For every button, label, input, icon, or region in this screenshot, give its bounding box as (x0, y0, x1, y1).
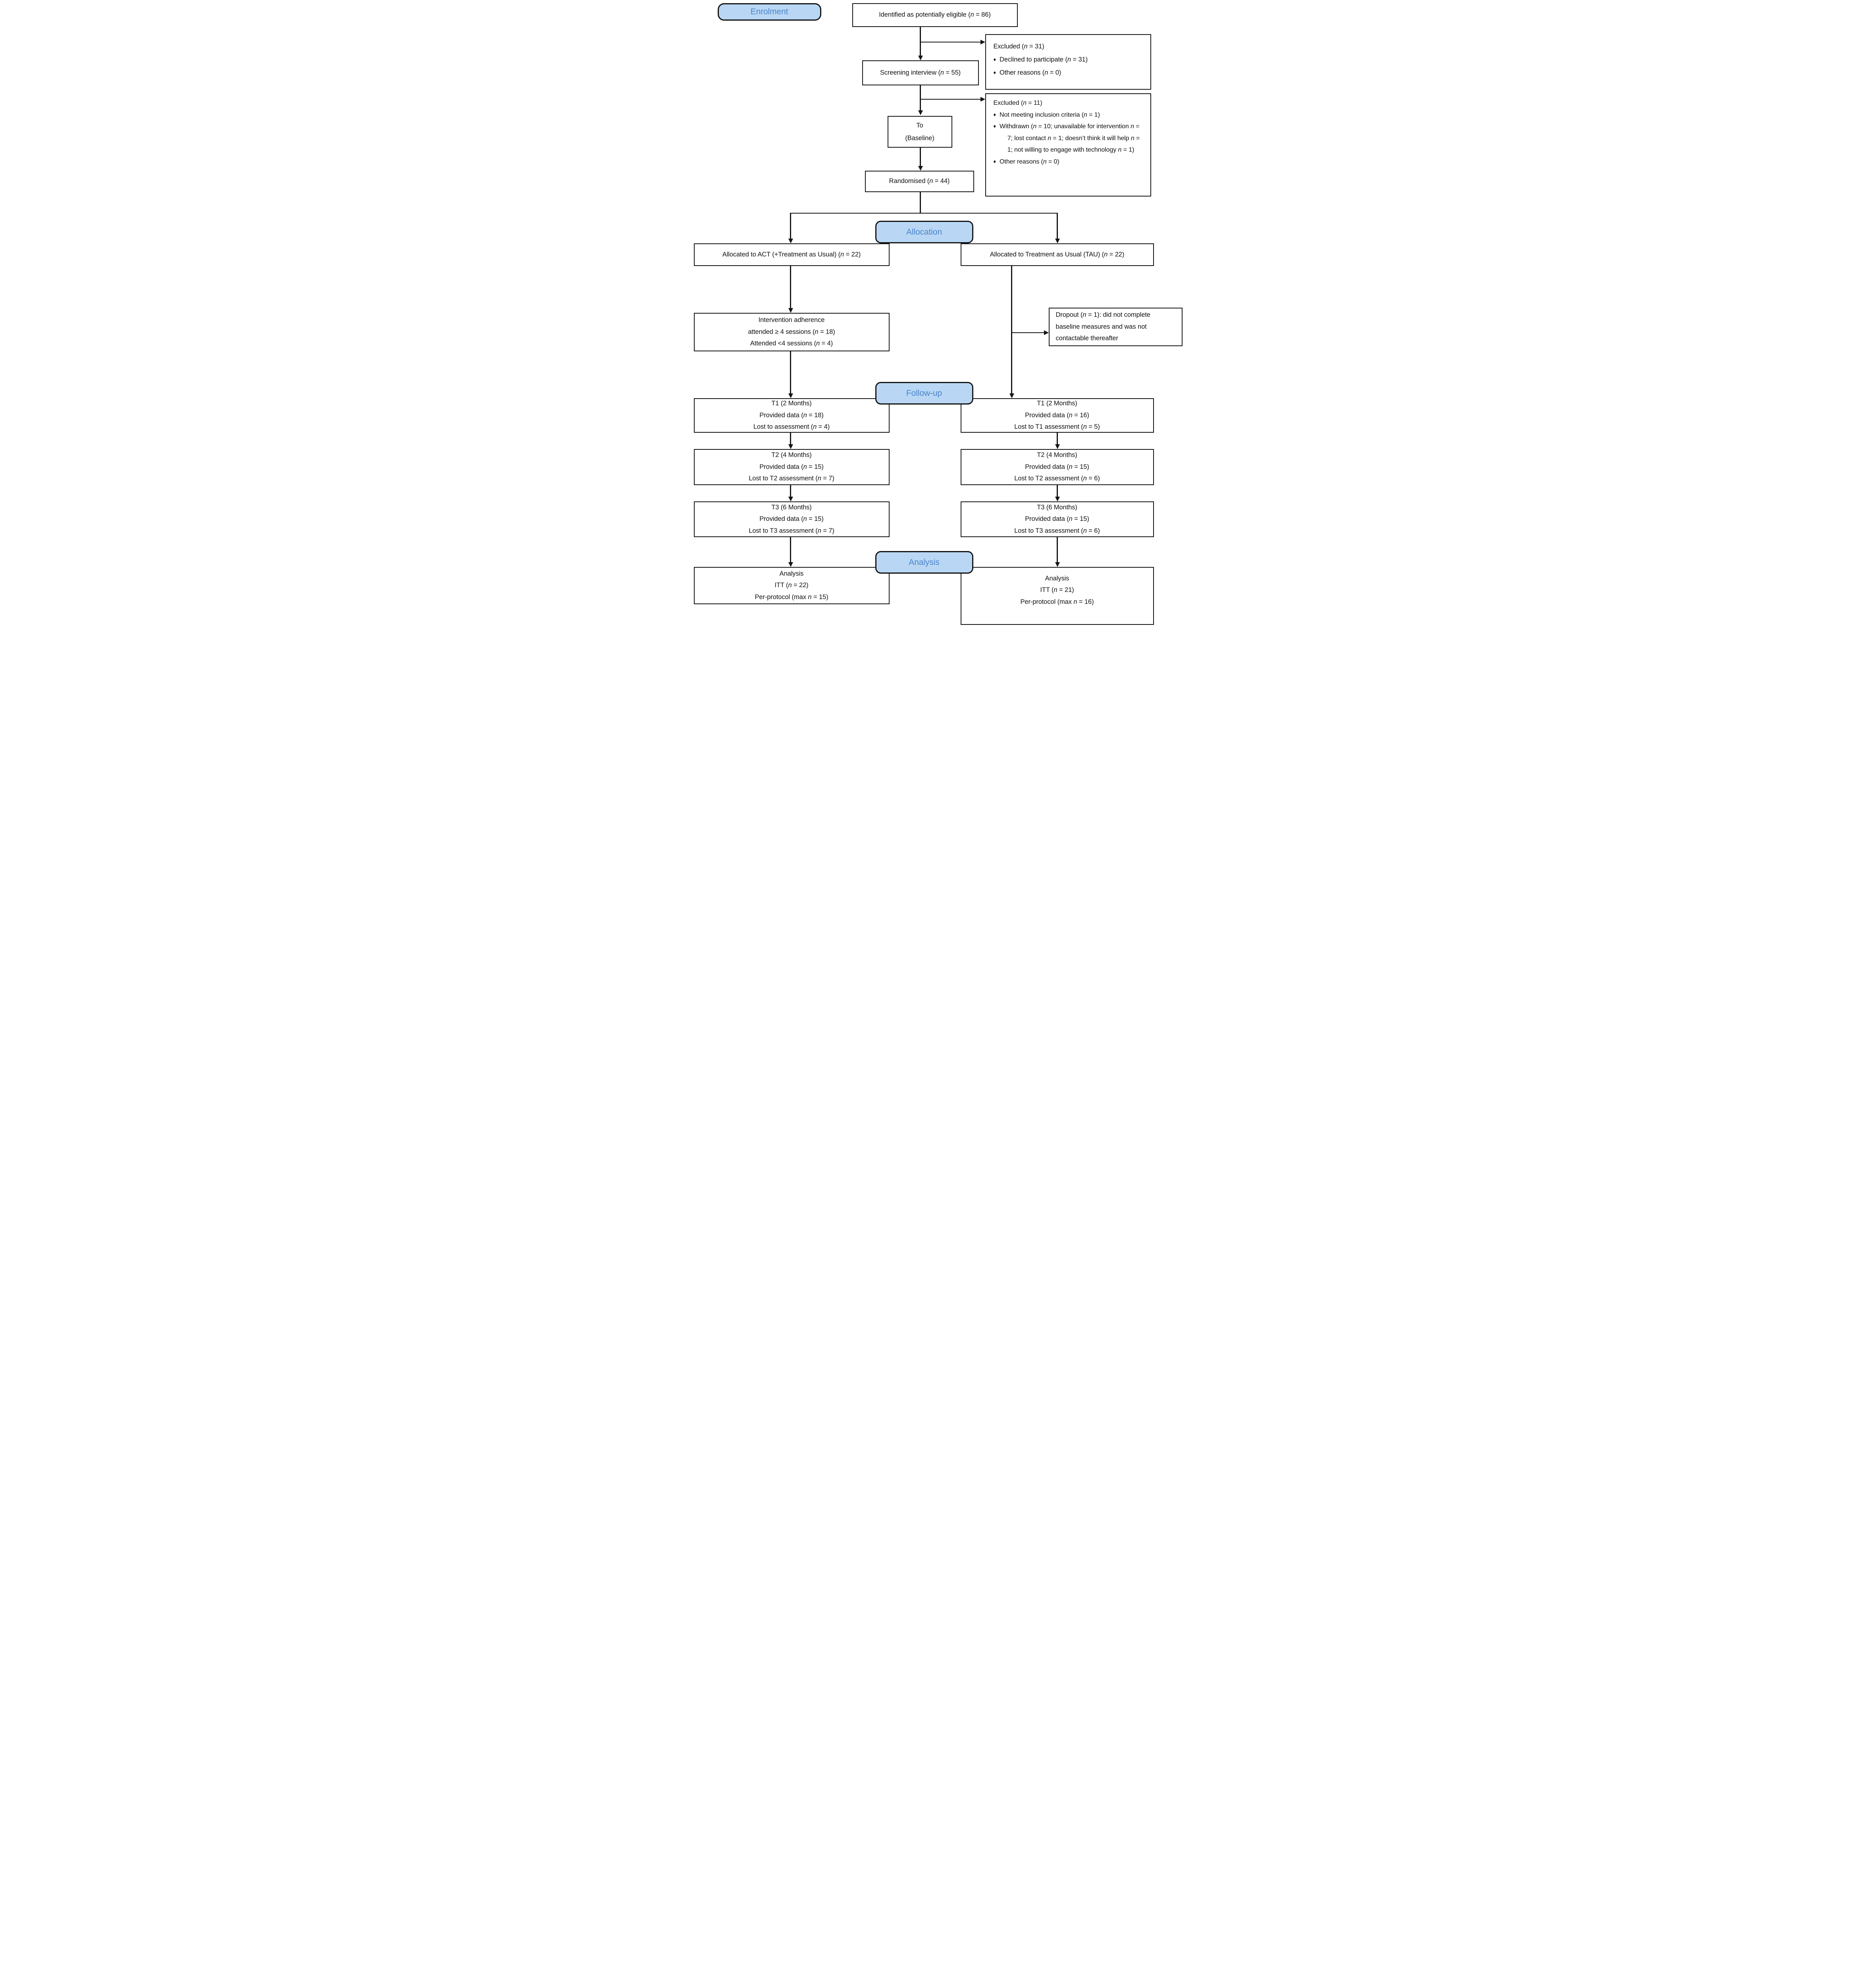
connector-randomised-split (920, 192, 921, 214)
node-t3-tau: T3 (6 Months)Provided data (n = 15)Lost … (960, 501, 1154, 537)
node-t2-tau: T2 (4 Months)Provided data (n = 15)Lost … (960, 449, 1154, 485)
arrowhead-down-icon (1055, 444, 1060, 449)
node-randomised-text: Randomised (n = 44) (889, 177, 950, 185)
arrowhead-down-icon (1055, 497, 1060, 501)
bullet-item: ♦ Declined to participate (n = 31) (994, 53, 1145, 66)
stage-label-enrolment: Enrolment (750, 7, 788, 16)
connector-t1-t2-tau (1057, 433, 1058, 445)
stage-pill-enrolment: Enrolment (717, 3, 821, 21)
node-allocated-act: Allocated to ACT (+Treatment as Usual) (… (693, 243, 890, 266)
arrowhead-down-icon (788, 308, 793, 313)
node-t1-act-text: T1 (2 Months)Provided data (n = 18)Lost … (753, 400, 830, 431)
stage-pill-followup: Follow-up (875, 382, 973, 405)
connector-adherence-t1-act (790, 351, 791, 394)
node-identified: Identified as potentially eligible (n = … (852, 3, 1018, 27)
node-screening-interview: Screening interview (n = 55) (862, 60, 979, 85)
bullet-item: ♦ Other reasons (n = 0) (994, 66, 1145, 79)
bullet-item-text: Not meeting inclusion criteria (n = 1) (1000, 111, 1100, 118)
arrowhead-down-icon (788, 239, 793, 243)
node-baseline-text: To(Baseline) (905, 121, 934, 142)
node-dropout-text: Dropout (n = 1): did not complete baseli… (1055, 311, 1150, 342)
arrowhead-down-icon (1055, 239, 1060, 243)
diamond-bullet-icon: ♦ (993, 123, 996, 129)
node-identified-text: Identified as potentially eligible (n = … (879, 11, 991, 19)
diamond-bullet-icon: ♦ (993, 69, 996, 75)
connector-allocation-splitter (790, 212, 1058, 214)
node-allocated-act-text: Allocated to ACT (+Treatment as Usual) (… (722, 251, 861, 258)
arrowhead-down-icon (918, 56, 923, 60)
connector-branch-excluded-screening (920, 41, 981, 43)
connector-screening-baseline (920, 85, 921, 111)
arrowhead-right-icon (1044, 330, 1049, 335)
arrowhead-down-icon (1055, 562, 1060, 567)
bullet-item-text: Withdrawn (n = 10; unavailable for inter… (1000, 123, 1140, 154)
stage-pill-allocation: Allocation (875, 221, 973, 243)
node-t2-act-text: T2 (4 Months)Provided data (n = 15)Lost … (749, 451, 834, 482)
diamond-bullet-icon: ♦ (993, 111, 996, 118)
bullet-item-text: Other reasons (n = 0) (1000, 158, 1059, 165)
connector-t2-t3-act (790, 485, 791, 497)
arrowhead-down-icon (1009, 393, 1014, 398)
bullet-item: ♦ Other reasons (n = 0) (994, 156, 1145, 168)
connector-branch-excluded-baseline (920, 98, 981, 100)
node-excluded-baseline-content: Excluded (n = 11) ♦ Not meeting inclusion… (986, 94, 1150, 168)
stage-label-analysis: Analysis (909, 557, 940, 567)
arrowhead-down-icon (918, 110, 923, 115)
node-t3-act: T3 (6 Months)Provided data (n = 15)Lost … (693, 501, 890, 537)
node-screening-interview-text: Screening interview (n = 55) (880, 69, 961, 76)
node-t3-tau-text: T3 (6 Months)Provided data (n = 15)Lost … (1014, 503, 1100, 534)
node-excluded-screening: Excluded (n = 31) ♦ Declined to participa… (985, 34, 1151, 90)
arrowhead-down-icon (788, 562, 793, 567)
node-excluded-screening-content: Excluded (n = 31) ♦ Declined to participa… (986, 35, 1150, 79)
excluded-baseline-title: Excluded (n = 11) (993, 100, 1042, 106)
node-t1-tau: T1 (2 Months)Provided data (n = 16)Lost … (960, 398, 1154, 433)
connector-t3-analysis-tau (1057, 537, 1058, 563)
node-t2-tau-text: T2 (4 Months)Provided data (n = 15)Lost … (1014, 451, 1100, 482)
stage-label-followup: Follow-up (906, 388, 942, 398)
arrowhead-right-icon (980, 40, 985, 44)
connector-baseline-randomised (920, 148, 921, 167)
consort-flow-diagram: Enrolment Allocation Follow-up Analysis … (692, 0, 1184, 626)
connector-split-alloc-tau (1057, 213, 1058, 239)
connector-t3-analysis-act (790, 537, 791, 563)
excluded-screening-title: Excluded (n = 31) (993, 43, 1044, 50)
bullet-item-text: Other reasons (n = 0) (1000, 69, 1061, 76)
bullet-item: ♦ Withdrawn (n = 10; unavailable for inte… (994, 121, 1145, 156)
connector-t2-t3-tau (1057, 485, 1058, 497)
diamond-bullet-icon: ♦ (993, 158, 996, 164)
node-randomised: Randomised (n = 44) (865, 171, 974, 192)
connector-t1-t2-act (790, 433, 791, 445)
node-t3-act-text: T3 (6 Months)Provided data (n = 15)Lost … (749, 503, 834, 534)
connector-alloc-tau-t1 (1011, 266, 1012, 394)
diamond-bullet-icon: ♦ (993, 56, 996, 62)
arrowhead-down-icon (788, 393, 793, 398)
arrowhead-right-icon (980, 97, 985, 102)
bullet-item-text: Declined to participate (n = 31) (1000, 56, 1088, 63)
arrowhead-down-icon (788, 444, 793, 449)
node-dropout: Dropout (n = 1): did not complete baseli… (1048, 308, 1183, 346)
arrowhead-down-icon (918, 166, 923, 171)
connector-alloc-act-adherence (790, 266, 791, 309)
node-t2-act: T2 (4 Months)Provided data (n = 15)Lost … (693, 449, 890, 485)
node-t1-tau-text: T1 (2 Months)Provided data (n = 16)Lost … (1014, 400, 1100, 431)
connector-branch-dropout (1011, 332, 1045, 333)
node-baseline: To(Baseline) (887, 116, 952, 148)
arrowhead-down-icon (788, 497, 793, 501)
stage-label-allocation: Allocation (906, 227, 942, 237)
node-t1-act: T1 (2 Months)Provided data (n = 18)Lost … (693, 398, 890, 433)
node-allocated-tau: Allocated to Treatment as Usual (TAU) (n… (960, 243, 1154, 266)
node-excluded-baseline: Excluded (n = 11) ♦ Not meeting inclusion… (985, 93, 1151, 197)
stage-pill-analysis: Analysis (875, 551, 973, 574)
node-allocated-tau-text: Allocated to Treatment as Usual (TAU) (n… (990, 251, 1125, 258)
connector-split-alloc-act (790, 213, 791, 239)
bullet-item: ♦ Not meeting inclusion criteria (n = 1) (994, 109, 1145, 121)
